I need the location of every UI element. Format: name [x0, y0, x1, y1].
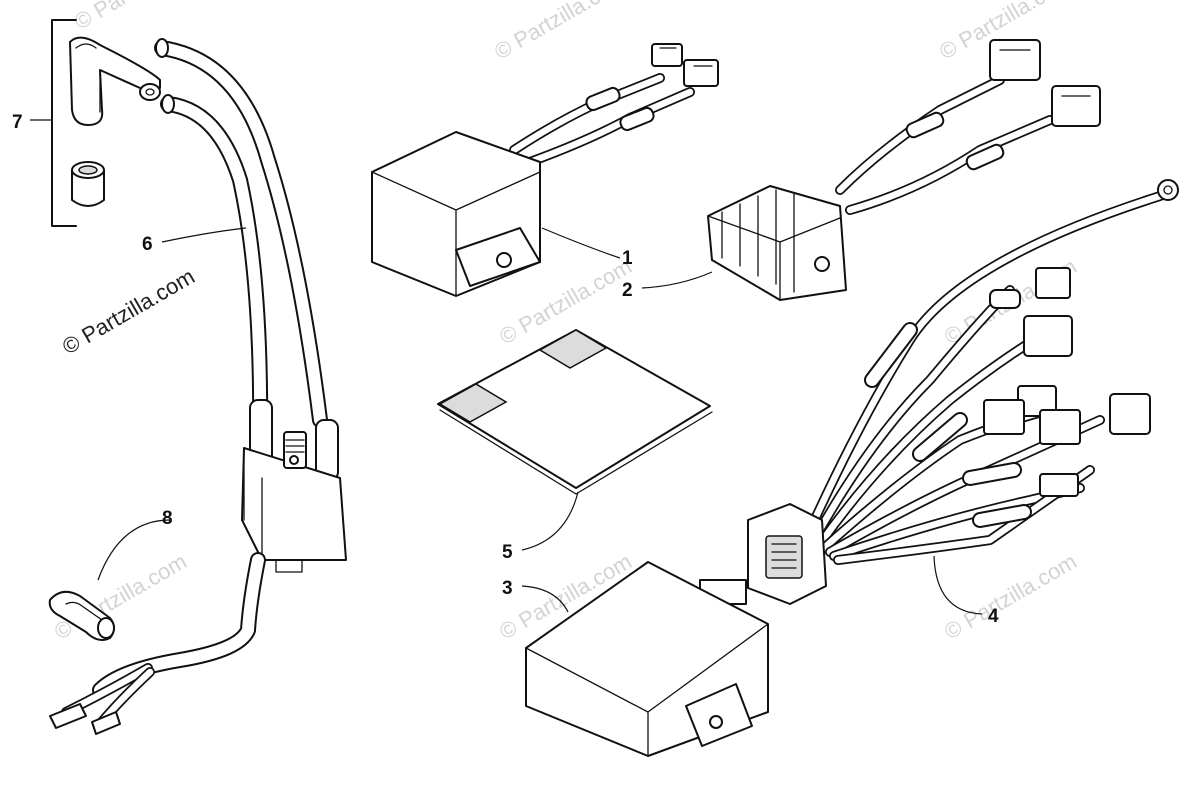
part-3-ecu	[525, 561, 769, 757]
callout-5: 5	[502, 542, 513, 563]
callout-4-leader	[933, 555, 983, 615]
callout-6: 6	[142, 234, 153, 255]
part-7-bushing	[71, 161, 105, 207]
callout-3-leader	[521, 585, 569, 613]
callout-1: 1	[622, 248, 633, 269]
callout-8-leader	[97, 519, 171, 581]
callout-1-leader	[541, 227, 621, 259]
part-7-spark-plug-cap	[69, 36, 161, 126]
part-6-ignition-coil	[49, 38, 347, 735]
callout-8: 8	[162, 508, 173, 529]
part-2-regulator	[707, 39, 1101, 301]
callout-3: 3	[502, 578, 513, 599]
part-1-cdi-box	[371, 43, 719, 297]
watermark-text: © Partzilla.com	[940, 549, 1081, 645]
part-7-bracket	[51, 19, 77, 227]
watermark-text: © Partzilla.com	[490, 0, 631, 64]
callout-2: 2	[622, 280, 633, 301]
watermark-brand-text: © Partzilla.com	[58, 264, 199, 360]
watermark-text: © Partzilla.com	[70, 0, 211, 34]
callout-5-leader	[521, 491, 579, 551]
callout-7: 7	[12, 112, 23, 133]
callout-6-leader	[161, 227, 247, 243]
part-8-clip	[48, 590, 115, 641]
callout-2-leader	[641, 271, 713, 289]
callout-4: 4	[988, 606, 999, 627]
part-4-wiring-harness	[747, 179, 1179, 605]
part-5-sheet	[437, 329, 713, 495]
